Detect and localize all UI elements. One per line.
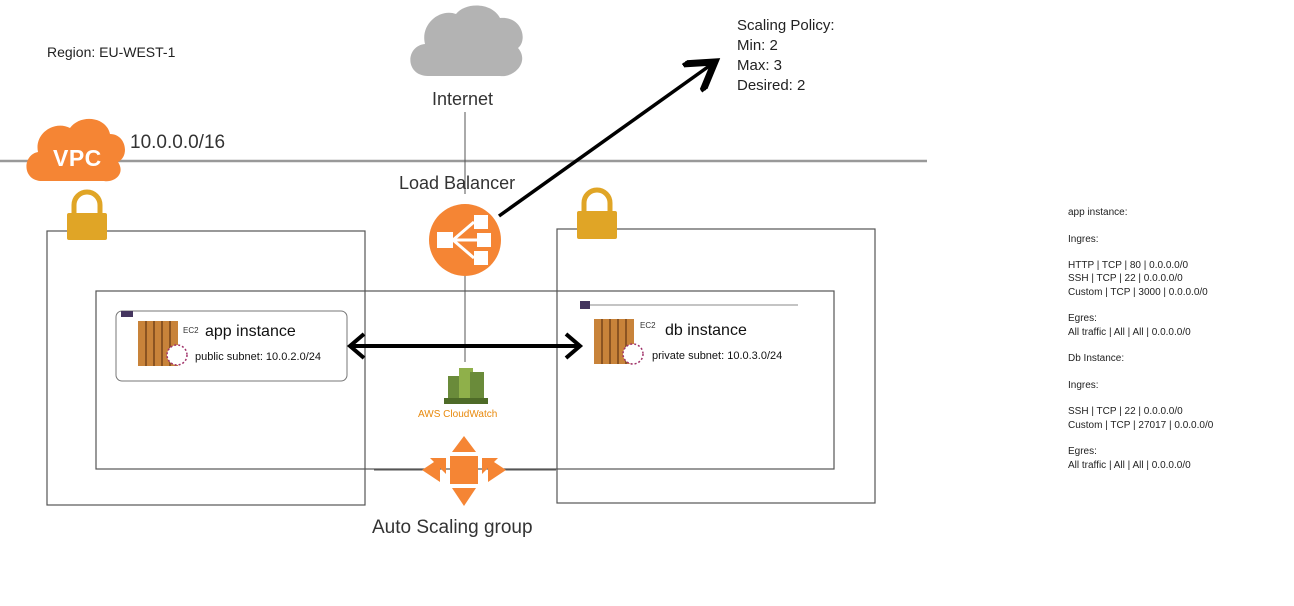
auto-scaling-group-label: Auto Scaling group: [372, 517, 533, 538]
vpc-badge-label: VPC: [53, 145, 102, 171]
rule-line: All traffic | All | All | 0.0.0.0/0: [1068, 326, 1191, 338]
arrowhead-left: [346, 332, 366, 360]
lock-icon: [67, 189, 107, 240]
app-instance-subnet: public subnet: 10.0.2.0/24: [195, 351, 321, 363]
load-balancer-label: Load Balancer: [399, 173, 516, 193]
scaling-policy-min: Min: 2: [737, 37, 778, 54]
arrowhead-right: [564, 332, 584, 360]
ec2-icon: [594, 319, 644, 365]
scaling-policy-arrow: [497, 64, 712, 218]
rule-line: [1068, 392, 1213, 405]
rule-line: All traffic | All | All | 0.0.0.0/0: [1068, 459, 1191, 471]
rule-line: [1068, 299, 1213, 312]
rule-line: Ingres:: [1068, 233, 1099, 245]
scaling-policy-desired: Desired: 2: [737, 77, 806, 94]
ec2-icon: [138, 321, 188, 366]
lock-icon: [577, 187, 617, 239]
rule-line: Ingres:: [1068, 379, 1099, 391]
security-rules-panel: app instance: Ingres: HTTP | TCP | 80 | …: [1068, 206, 1213, 472]
rule-line: Custom | TCP | 3000 | 0.0.0.0/0: [1068, 286, 1208, 298]
scaling-policy-max: Max: 3: [737, 57, 783, 74]
db-instance-subnet: private subnet: 10.0.3.0/24: [652, 350, 783, 362]
vpc-cloud-icon: [26, 118, 125, 182]
cloudwatch-icon: [444, 368, 488, 404]
rule-line: [1068, 219, 1213, 232]
rule-line: Db Instance:: [1068, 353, 1125, 365]
rule-line: Egres:: [1068, 446, 1097, 458]
rule-line: [1068, 339, 1213, 352]
rule-line: HTTP | TCP | 80 | 0.0.0.0/0: [1068, 260, 1189, 272]
rule-line: [1068, 246, 1213, 259]
cloud-icon: [410, 5, 523, 77]
ec2-tag: EC2: [640, 321, 656, 330]
load-balancer-icon: [429, 204, 501, 276]
scaling-policy: Scaling Policy: Min: 2 Max: 3 Desired: 2: [737, 16, 835, 96]
vpc-cidr: 10.0.0.0/16: [130, 132, 226, 153]
rule-line: SSH | TCP | 22 | 0.0.0.0/0: [1068, 406, 1183, 418]
internet-label: Internet: [432, 89, 494, 109]
rule-line: Egres:: [1068, 313, 1097, 325]
small-lock-marker: [580, 301, 590, 309]
public-subnet-box: [46, 230, 366, 506]
rule-line: [1068, 366, 1213, 379]
cloudwatch-label: AWS CloudWatch: [418, 409, 498, 420]
region-label: Region: EU-WEST-1: [47, 44, 176, 60]
rule-line: SSH | TCP | 22 | 0.0.0.0/0: [1068, 273, 1183, 285]
app-instance-title: app instance: [205, 323, 296, 340]
rule-line: [1068, 432, 1213, 445]
scaling-policy-title: Scaling Policy:: [737, 17, 835, 34]
ec2-tag: EC2: [183, 326, 199, 335]
small-lock-marker: [121, 311, 133, 317]
auto-scaling-icon: [422, 436, 506, 506]
rule-line: Custom | TCP | 27017 | 0.0.0.0/0: [1068, 419, 1214, 431]
private-subnet-box: [556, 228, 876, 504]
rule-line: app instance:: [1068, 207, 1128, 218]
db-instance-title: db instance: [665, 322, 747, 339]
